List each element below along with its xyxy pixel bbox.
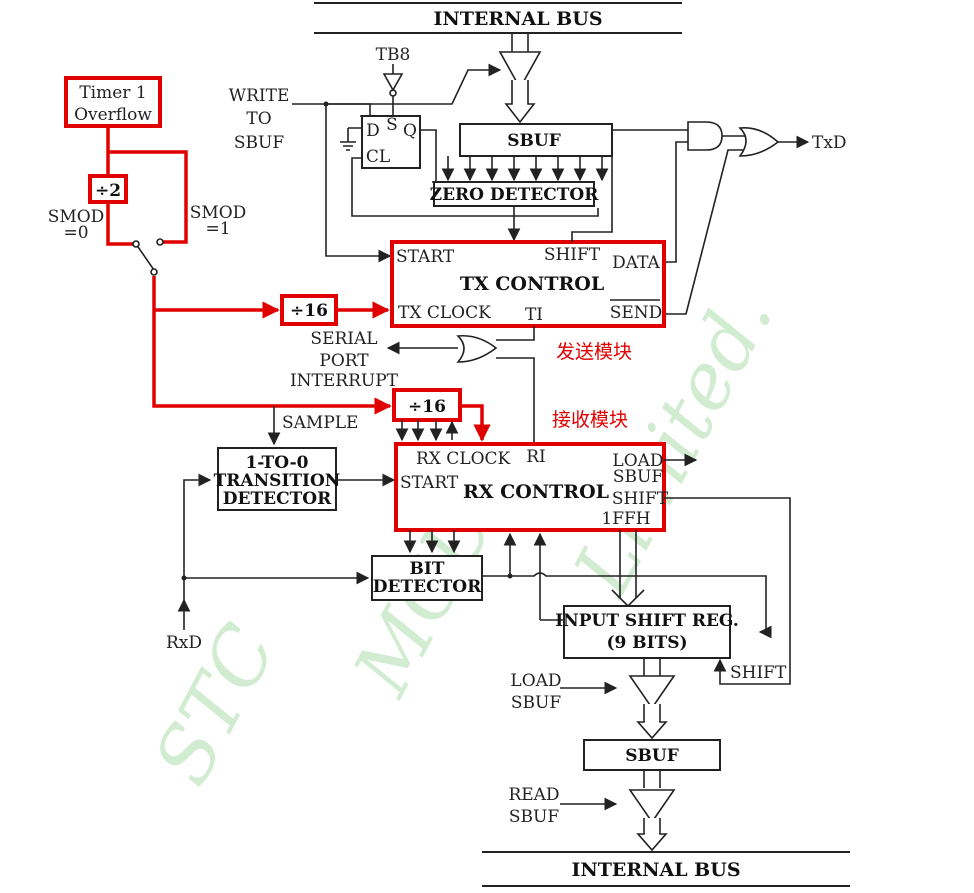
svg-text:÷16: ÷16 — [290, 301, 328, 321]
svg-text:=0: =0 — [63, 223, 88, 243]
serial-interrupt-or — [386, 326, 535, 450]
rx-control: RX CLOCK RI START RX CONTROL LOAD SBUF S… — [394, 442, 669, 532]
txd-label: TxD — [812, 133, 847, 153]
svg-text:Timer 1: Timer 1 — [79, 83, 146, 103]
svg-text:SHIFT: SHIFT — [544, 245, 601, 265]
transition-detector: 1-TO-0 TRANSITION DETECTOR — [214, 447, 341, 511]
svg-text:PORT: PORT — [319, 351, 369, 371]
svg-text:SBUF: SBUF — [613, 467, 663, 487]
zero-detector: ZERO DETECTOR — [430, 181, 600, 207]
svg-text:TX CLOCK: TX CLOCK — [398, 303, 491, 323]
svg-text:RX CLOCK: RX CLOCK — [416, 449, 511, 469]
bit-detector: BIT DETECTOR — [371, 555, 483, 601]
svg-text:SERIAL: SERIAL — [310, 329, 377, 349]
svg-text:TX CONTROL: TX CONTROL — [460, 273, 604, 295]
svg-text:ZERO DETECTOR: ZERO DETECTOR — [430, 185, 600, 205]
svg-text:LOAD: LOAD — [612, 451, 663, 471]
svg-text:READ: READ — [508, 785, 559, 805]
div16-rx-box: ÷16 — [392, 388, 462, 422]
svg-text:=1: =1 — [205, 219, 230, 239]
svg-text:START: START — [400, 473, 459, 493]
svg-text:S: S — [386, 115, 398, 135]
bus-to-sbuf-path — [498, 33, 542, 124]
svg-text:INPUT SHIFT REG.: INPUT SHIFT REG. — [555, 611, 739, 631]
serial-port-interrupt-label: SERIAL PORT INTERRUPT — [290, 329, 399, 391]
rxd-label: RxD — [166, 633, 202, 653]
svg-text:÷2: ÷2 — [95, 181, 121, 201]
flip-flop: D S Q CL — [361, 115, 421, 169]
svg-text:DETECTOR: DETECTOR — [373, 577, 482, 597]
svg-text:SBUF: SBUF — [625, 746, 679, 766]
svg-text:Q: Q — [403, 121, 417, 141]
svg-text:DATA: DATA — [612, 253, 660, 273]
load-sbuf-label: LOAD SBUF — [510, 671, 561, 713]
sbuf-bottom: SBUF — [583, 739, 721, 771]
div16-tx-box: ÷16 — [280, 294, 338, 326]
svg-text:SBUF: SBUF — [509, 807, 559, 827]
svg-text:LOAD: LOAD — [510, 671, 561, 691]
sbuf-bit-arrows — [441, 156, 609, 182]
internal-bus-bottom-label: INTERNAL BUS — [571, 859, 740, 881]
cn-recv-module-label: 接收模块 — [552, 409, 628, 431]
svg-text:DETECTOR: DETECTOR — [223, 489, 332, 509]
internal-bus-bottom: INTERNAL BUS — [482, 851, 850, 887]
svg-text:START: START — [396, 247, 455, 267]
svg-text:SHIFT: SHIFT — [612, 489, 669, 509]
svg-text:SEND: SEND — [610, 303, 663, 323]
smod0-label: SMOD — [48, 207, 105, 227]
internal-bus-top: INTERNAL BUS — [314, 2, 682, 34]
svg-text:÷16: ÷16 — [408, 397, 446, 417]
svg-text:INTERRUPT: INTERRUPT — [290, 371, 399, 391]
txd-gates — [612, 121, 810, 315]
sample-label: SAMPLE — [282, 413, 358, 433]
svg-text:1FFH: 1FFH — [601, 509, 650, 529]
smod1-label: SMOD — [190, 203, 247, 223]
internal-bus-top-label: INTERNAL BUS — [433, 8, 602, 30]
svg-text:(9 BITS): (9 BITS) — [606, 633, 687, 653]
write-to-sbuf-label: WRITE TO SBUF — [229, 86, 290, 153]
div2-box: ÷2 — [88, 174, 128, 204]
tx-control: START SHIFT TX CONTROL DATA TX CLOCK TI … — [390, 240, 666, 328]
svg-text:D: D — [366, 121, 380, 141]
svg-text:BIT: BIT — [410, 559, 445, 579]
svg-text:1-TO-0: 1-TO-0 — [245, 453, 308, 473]
input-shift-reg: INPUT SHIFT REG. (9 BITS) — [555, 605, 739, 659]
tb8-label: TB8 — [376, 45, 411, 65]
svg-text:RX CONTROL: RX CONTROL — [463, 481, 609, 503]
svg-text:SBUF: SBUF — [234, 133, 284, 153]
svg-text:Overflow: Overflow — [74, 105, 152, 125]
svg-text:SBUF: SBUF — [511, 693, 561, 713]
sbuf-top: SBUF — [459, 123, 613, 157]
svg-text:TI: TI — [525, 305, 543, 325]
svg-text:TRANSITION: TRANSITION — [214, 471, 341, 491]
svg-text:SBUF: SBUF — [507, 131, 561, 151]
isr-shift-label: SHIFT — [730, 663, 787, 683]
timer1-overflow: Timer 1 Overflow — [64, 76, 162, 128]
read-sbuf-label: READ SBUF — [508, 785, 559, 827]
svg-text:TO: TO — [246, 109, 271, 129]
watermark-stc: STC — [137, 611, 294, 799]
svg-text:WRITE: WRITE — [229, 86, 290, 106]
svg-text:CL: CL — [366, 147, 390, 167]
svg-text:RI: RI — [526, 447, 546, 467]
cn-send-module-label: 发送模块 — [556, 341, 632, 363]
